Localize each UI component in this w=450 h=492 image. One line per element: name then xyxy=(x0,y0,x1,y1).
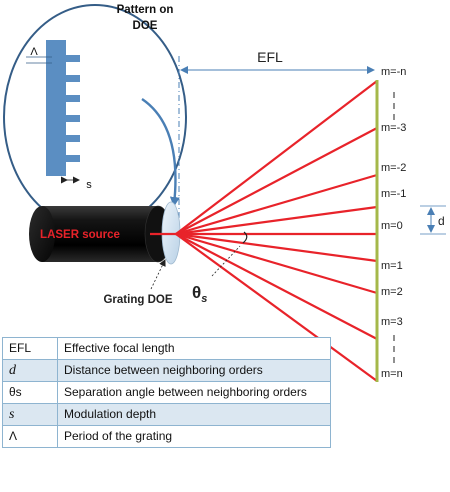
diffraction-beam xyxy=(175,173,378,236)
legend-description: Separation angle between neighboring ord… xyxy=(57,381,331,404)
diffraction-beam xyxy=(175,127,378,235)
legend-symbol: θs xyxy=(2,381,58,404)
inset-title-line1: Pattern on xyxy=(117,4,174,16)
diffracted-beams xyxy=(150,80,378,382)
laser-back-cap xyxy=(29,206,55,262)
legend-description: Distance between neighboring orders xyxy=(57,359,331,382)
inset-pattern xyxy=(46,40,80,176)
order-label: m=-3 xyxy=(381,122,406,134)
order-label: m=3 xyxy=(381,316,403,328)
depth-label: s xyxy=(86,179,92,191)
order-label: m=2 xyxy=(381,286,403,298)
legend-description: Modulation depth xyxy=(57,403,331,426)
d-label: d xyxy=(438,214,445,228)
legend-symbol: Λ xyxy=(2,425,58,448)
legend-description: Period of the grating xyxy=(57,425,331,448)
inset-pointer-arrow xyxy=(141,98,180,207)
order-labels: m=-n m=-3 m=-2 m=-1 m=0 m=1 m=2 m=3 m=n xyxy=(381,66,406,380)
diffraction-beam xyxy=(175,80,378,235)
diffraction-beam xyxy=(175,232,378,263)
angle-arc xyxy=(242,231,248,244)
inset-title-line2: DOE xyxy=(133,20,158,32)
order-label: m=1 xyxy=(381,260,403,272)
legend-symbol: d xyxy=(2,359,58,382)
order-label: m=-n xyxy=(381,66,406,78)
order-label: m=-1 xyxy=(381,188,406,200)
efl-label: EFL xyxy=(257,49,283,65)
diffraction-beam xyxy=(175,232,378,295)
angle-pointer xyxy=(211,245,241,277)
laser-body xyxy=(42,206,158,262)
laser-label: LASER source xyxy=(40,229,120,241)
order-label: m=-2 xyxy=(381,162,406,174)
period-label: Λ xyxy=(30,46,38,58)
legend-symbol: EFL xyxy=(2,337,58,360)
legend-description: Effective focal length xyxy=(57,337,331,360)
theta-label: θs xyxy=(192,283,207,305)
order-label: m=n xyxy=(381,368,403,380)
diffraction-beam xyxy=(175,233,378,340)
diffraction-beam xyxy=(175,233,378,382)
grating-label: Grating DOE xyxy=(103,294,172,306)
diffraction-beam xyxy=(175,205,378,236)
grating-pointer xyxy=(150,259,166,290)
legend-symbol: s xyxy=(2,403,58,426)
order-label: m=0 xyxy=(381,220,403,232)
